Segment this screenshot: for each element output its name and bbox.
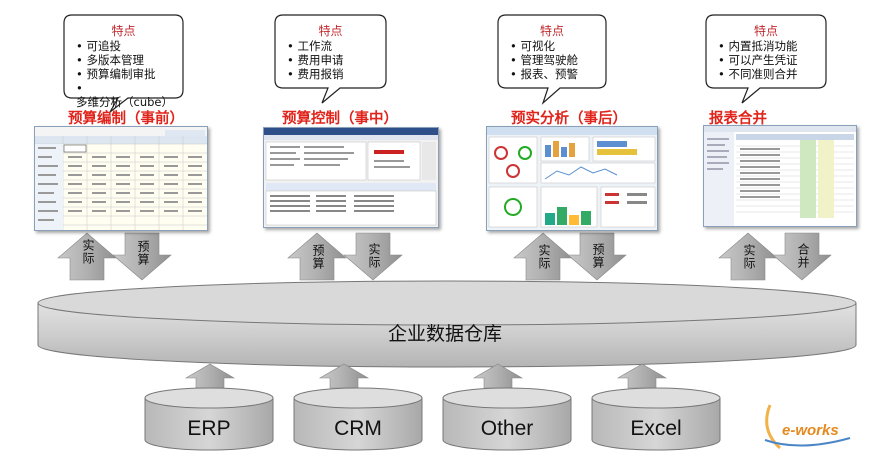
- feature-item: 工作流: [287, 39, 343, 53]
- arrow-label: 实际: [81, 239, 95, 265]
- feature-item: 多维分析（cube）: [76, 81, 183, 109]
- warehouse-label: 企业数据仓库: [388, 323, 503, 345]
- section-title-control: 预算控制（事中）: [282, 111, 398, 127]
- analysis-screenshot: [486, 126, 658, 231]
- eworks-logo-icon: [764, 404, 851, 450]
- bubble-2: 特点 工作流 费用申请 费用报销: [275, 15, 386, 88]
- bubble-title: 特点: [753, 24, 778, 38]
- spreadsheet-image: [35, 127, 207, 230]
- bubble-title: 特点: [539, 24, 564, 38]
- feature-item: 不同准则合并: [718, 67, 797, 81]
- arrow-up-2: [287, 232, 347, 281]
- form-app-image: [264, 128, 438, 227]
- arrow-up-4: [718, 232, 778, 281]
- watermark: e-works: [782, 422, 839, 439]
- feature-item: 报表、预警: [510, 67, 578, 81]
- feature-item: 管理驾驶舱: [510, 53, 578, 67]
- arrow-up-crm: [318, 363, 370, 389]
- arrow-label: 实际: [742, 244, 756, 270]
- bubble-3: 特点 可视化 管理驾驶舱 报表、预警: [498, 15, 606, 88]
- dashboard-image: [487, 127, 657, 230]
- feature-item: 多版本管理: [76, 53, 183, 67]
- arrow-label: 预算: [311, 244, 325, 270]
- arrow-up-erp: [184, 363, 236, 389]
- arrow-down-4: [772, 232, 832, 281]
- section-title-budgeting: 预算编制（事前）: [68, 111, 184, 127]
- feature-item: 费用报销: [287, 67, 343, 81]
- arrow-label: 实际: [367, 243, 381, 269]
- section-title-consolidation: 报表合并: [709, 111, 767, 127]
- source-cylinder-erp: [144, 387, 274, 451]
- source-label-other: Other: [480, 417, 534, 440]
- source-label-crm: CRM: [334, 417, 382, 440]
- arrow-down-2: [343, 232, 403, 281]
- budgeting-screenshot: [34, 126, 208, 231]
- arrow-down-1: [112, 232, 172, 281]
- source-label-erp: ERP: [187, 417, 231, 440]
- source-cylinder-crm: [293, 387, 423, 451]
- feature-item: 费用申请: [287, 53, 343, 67]
- control-screenshot: [263, 127, 439, 228]
- arrow-label: 实际: [537, 244, 551, 270]
- arrow-up-1: [57, 232, 117, 281]
- data-warehouse-cylinder: [37, 280, 857, 368]
- arrow-up-3: [513, 232, 573, 281]
- report-image: [704, 126, 856, 226]
- feature-item: 可视化: [510, 39, 578, 53]
- bubble-title: 特点: [111, 24, 136, 38]
- arrow-label: 预算: [591, 243, 605, 269]
- feature-list: 可视化 管理驾驶舱 报表、预警: [510, 39, 578, 81]
- feature-item: 可以产生凭证: [718, 53, 797, 67]
- source-cylinder-other: [442, 387, 572, 451]
- feature-list: 工作流 费用申请 费用报销: [287, 39, 343, 81]
- bubble-4: 特点 内置抵消功能 可以产生凭证 不同准则合并: [706, 15, 826, 88]
- arrow-label: 合并: [796, 243, 810, 269]
- consolidation-screenshot: [703, 125, 857, 227]
- feature-item: 内置抵消功能: [718, 39, 797, 53]
- section-title-analysis: 预实分析（事后）: [511, 111, 627, 127]
- source-cylinder-excel: [591, 387, 721, 451]
- source-label-excel: Excel: [630, 417, 682, 440]
- feature-item: 预算编制审批: [76, 67, 183, 81]
- bubble-1: 特点 可追投 多版本管理 预算编制审批 多维分析（cube）: [64, 15, 183, 109]
- feature-list: 可追投 多版本管理 预算编制审批 多维分析（cube）: [76, 39, 183, 109]
- arrow-up-other: [472, 363, 524, 389]
- arrow-down-3: [567, 232, 627, 281]
- arrow-up-excel: [616, 363, 668, 389]
- bubble-title: 特点: [318, 24, 343, 38]
- arrow-label: 预算: [136, 240, 150, 266]
- feature-item: 可追投: [76, 39, 183, 53]
- feature-list: 内置抵消功能 可以产生凭证 不同准则合并: [718, 39, 797, 81]
